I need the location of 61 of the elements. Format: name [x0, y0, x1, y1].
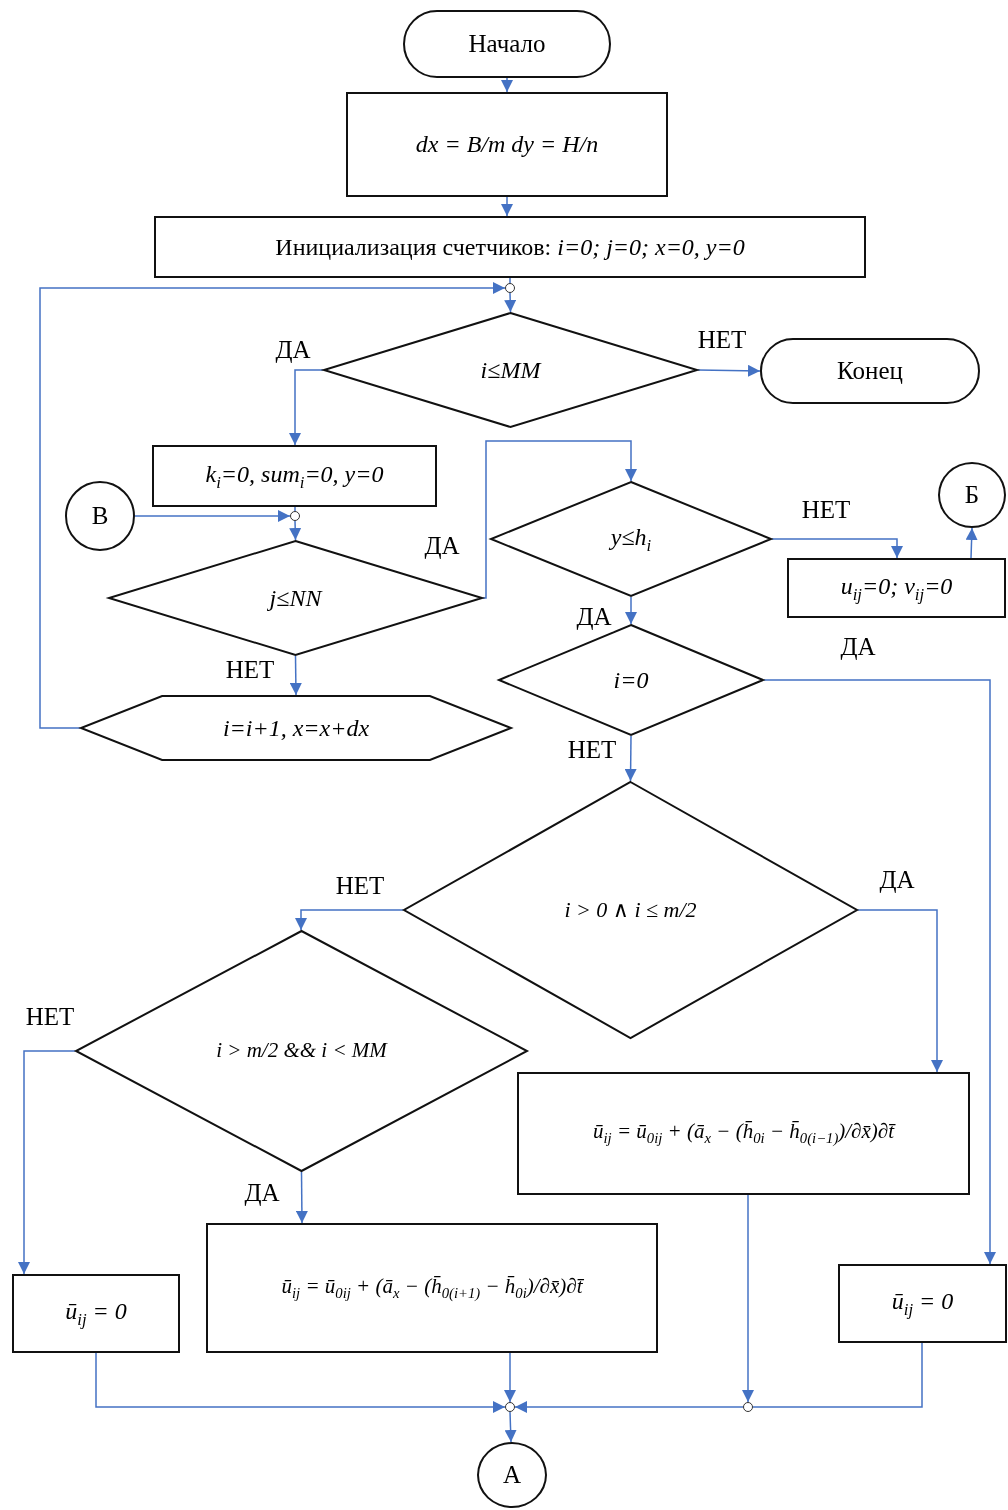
node-text: i > 0 ∧ i ≤ m/2	[564, 896, 697, 924]
process-box	[346, 92, 668, 197]
connector-arrow	[625, 596, 637, 625]
connector-arrow	[501, 77, 513, 93]
connector-arrow	[965, 527, 978, 559]
node-text: k$_{i}$=0, sum$_{i}$=0, y=0	[205, 459, 384, 493]
node-text: В	[91, 501, 109, 531]
junction-dot	[743, 1402, 753, 1412]
connector-arrow	[504, 292, 517, 313]
junction-dot	[290, 511, 300, 521]
node-text: dx = B/m dy = H/n	[415, 130, 599, 159]
connector-arrow	[39, 282, 506, 729]
connector-arrow	[514, 1401, 744, 1413]
connector-arrow	[742, 1194, 754, 1403]
connector-arrow	[295, 1171, 308, 1224]
process-box	[787, 558, 1006, 618]
node-text: А	[502, 1460, 522, 1490]
connector-arrow	[289, 369, 324, 446]
connector-arrow	[504, 1411, 517, 1443]
node-text: i=i+1, x=x+dx	[222, 713, 370, 743]
connector-arrow	[501, 196, 513, 217]
connector-arrow	[482, 440, 637, 599]
connector-arrow	[624, 735, 637, 782]
decision-diamond	[323, 312, 698, 428]
connector-arrow	[18, 1050, 76, 1275]
node-text: y≤h$_{i}$	[610, 522, 652, 556]
loop-hexagon	[80, 695, 512, 761]
connector-arrow	[95, 1352, 506, 1413]
connector-arrow	[295, 909, 404, 931]
connector-arrow	[763, 679, 996, 1265]
junction-dot	[505, 1402, 515, 1412]
decision-diamond	[490, 481, 772, 597]
connector-arrow	[771, 538, 903, 559]
process-box	[154, 216, 866, 278]
node-text: ū$_{ij}$ = ū$_{0ij}$ + (ā$_{x}$ − (h̄$_{0i}$ − h̄$_{0(i−1)}$)/∂x̄)∂t̄	[592, 1119, 894, 1148]
process-box	[206, 1223, 658, 1353]
connector-arrow	[697, 364, 761, 377]
node-text: ū$_{ij}$ = 0	[891, 1287, 954, 1320]
node-text: Б	[964, 480, 980, 510]
connector-arrow	[504, 1352, 516, 1403]
node-text: ū$_{ij}$ = ū$_{0ij}$ + (ā$_{x}$ − (h̄$_{0(i+1)}$ − h̄$_{0i}$)/∂x̄)∂t̄	[281, 1273, 583, 1303]
decision-diamond	[75, 930, 528, 1172]
node-text: i=0	[613, 665, 649, 695]
connector-arrow	[857, 909, 943, 1073]
connector-arrow	[289, 520, 302, 541]
node-text: ū$_{ij}$ = 0	[65, 1297, 127, 1330]
connector-arrow	[134, 510, 291, 522]
node-text: i > m/2 && i < MM	[216, 1038, 387, 1064]
process-box	[152, 445, 437, 507]
node-text: j≤NN	[269, 583, 322, 613]
junction-dot	[505, 283, 515, 293]
node-text: Начало	[468, 29, 546, 59]
node-text: Инициализация счетчиков: i=0; j=0; x=0, y=0	[275, 232, 745, 262]
process-box	[517, 1072, 970, 1195]
node-text: i≤MM	[480, 355, 541, 385]
process-box	[12, 1274, 180, 1353]
process-box	[838, 1264, 1007, 1343]
node-text: Конец	[837, 356, 903, 386]
node-text: u$_{ij}$=0; v$_{ij}$=0	[840, 571, 953, 605]
decision-diamond	[403, 781, 858, 1039]
connector-arrow	[289, 655, 302, 696]
